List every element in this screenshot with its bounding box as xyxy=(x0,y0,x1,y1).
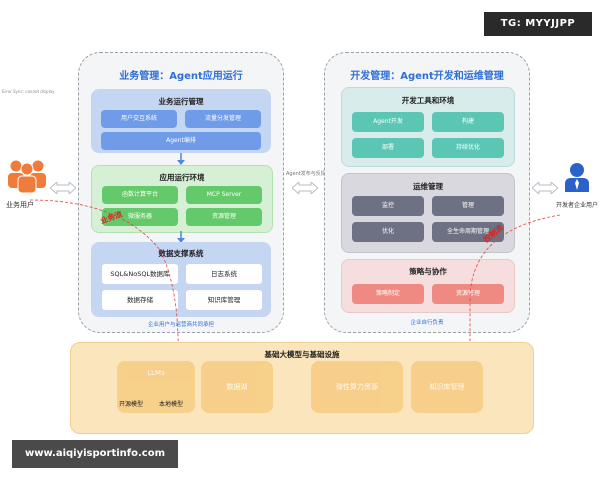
ops-item: 全生命周期管理 xyxy=(432,222,504,242)
watermark-url: www.aiqiyisportinfo.com xyxy=(12,440,178,468)
app-env-box: 应用运行环境 函数计算平台 MCP Server 微服务器 资源管理 xyxy=(91,165,273,233)
app-env-item: 函数计算平台 xyxy=(102,186,178,204)
right-panel-caption: 企业自行负责 xyxy=(410,320,444,326)
double-arrow-icon xyxy=(532,182,558,194)
user-single-icon xyxy=(565,163,589,192)
business-ops-box: 业务运行管理 用户交互系统 流量分发管理 Agent编排 xyxy=(91,89,271,153)
dev-tools-item: 持续优化 xyxy=(432,138,504,158)
llm-label: LLMs xyxy=(147,369,165,377)
strategy-item: 策略制定 xyxy=(352,284,424,304)
right-user-label: 开发者企业用户 xyxy=(556,202,599,209)
left-user-label: 业务用户 xyxy=(6,201,34,209)
app-env-item: 微服务器 xyxy=(102,208,178,226)
users-group-icon xyxy=(8,160,46,193)
app-env-item: 资源管理 xyxy=(186,208,262,226)
app-env-title: 应用运行环境 xyxy=(159,173,205,182)
business-ops-title: 业务运行管理 xyxy=(158,97,204,106)
data-support-item: 知识库管理 xyxy=(185,289,263,311)
strategy-item: 资源管理 xyxy=(432,284,504,304)
base-item: 知识库管理 xyxy=(411,361,483,413)
dev-tools-title: 开发工具和环境 xyxy=(401,96,455,105)
business-ops-item: 用户交互系统 xyxy=(101,110,177,128)
dev-tools-item: 构建 xyxy=(432,112,504,132)
double-arrow-icon xyxy=(50,182,76,194)
data-support-item: SQL&NoSQL数据库 xyxy=(101,263,179,285)
dev-tools-box: 开发工具和环境 Agent开发 构建 部署 持续优化 xyxy=(341,87,515,167)
double-arrow-icon xyxy=(292,182,318,194)
center-note: Agent发布与反馈 xyxy=(286,171,326,177)
strategy-title: 策略与协作 xyxy=(409,267,447,276)
base-infrastructure-band: 基础大模型与基础设施 LLMs 开源模型 本地模型 数据湖 弹性算力资源 知识库… xyxy=(70,342,534,434)
left-panel-caption: 企业用户与运营商共同承担 xyxy=(147,322,214,328)
app-env-item: MCP Server xyxy=(186,186,262,204)
base-item: 弹性算力资源 xyxy=(311,361,403,413)
base-title: 基础大模型与基础设施 xyxy=(264,350,340,359)
llm-block: LLMs xyxy=(117,361,195,413)
business-ops-item: 流量分发管理 xyxy=(185,110,261,128)
data-support-item: 日志系统 xyxy=(185,263,263,285)
dev-panel-title: 开发管理：Agent开发和运维管理 xyxy=(350,71,504,82)
corner-note: Error Sync: cannot display xyxy=(2,89,55,94)
data-support-box: 数据支撑系统 SQL&NoSQL数据库 日志系统 数据存储 知识库管理 xyxy=(91,242,271,317)
business-panel-title: 业务管理：Agent应用运行 xyxy=(119,71,243,82)
down-arrow-icon xyxy=(177,231,185,243)
down-arrow-icon xyxy=(177,153,185,165)
ops-item: 监控 xyxy=(352,196,424,216)
watermark-tag: TG: MYYJJPP xyxy=(484,12,592,36)
agent-orchestration-bar: Agent编排 xyxy=(101,132,261,150)
dev-management-panel: 开发管理：Agent开发和运维管理 开发工具和环境 Agent开发 构建 部署 … xyxy=(324,52,530,333)
base-item: 数据湖 xyxy=(201,361,273,413)
llm-sub-right: 本地模型 xyxy=(159,401,184,408)
ops-box: 运维管理 监控 管理 优化 全生命周期管理 xyxy=(341,173,515,253)
llm-sub-left: 开源模型 xyxy=(119,401,144,408)
business-management-panel: 业务管理：Agent应用运行 业务运行管理 用户交互系统 流量分发管理 Agen… xyxy=(78,52,284,333)
dev-tools-item: 部署 xyxy=(352,138,424,158)
data-support-item: 数据存储 xyxy=(101,289,179,311)
dev-tools-item: Agent开发 xyxy=(352,112,424,132)
strategy-box: 策略与协作 策略制定 资源管理 xyxy=(341,259,515,313)
ops-item: 管理 xyxy=(432,196,504,216)
ops-title: 运维管理 xyxy=(413,182,443,191)
data-support-title: 数据支撑系统 xyxy=(158,249,204,258)
ops-item: 优化 xyxy=(352,222,424,242)
